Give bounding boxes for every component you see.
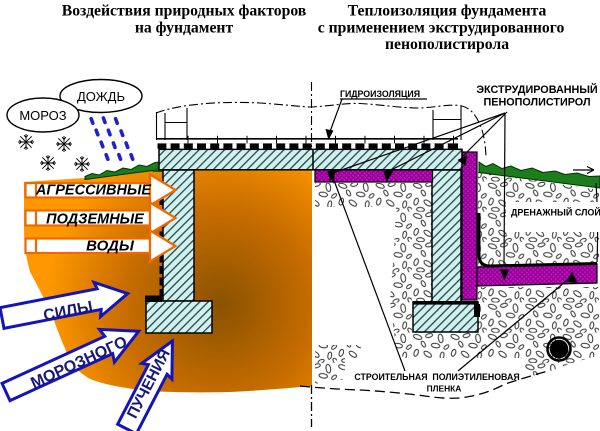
svg-text:ДОЖДЬ: ДОЖДЬ [77, 89, 125, 104]
svg-text:АГРЕССИВНЫЕ: АГРЕССИВНЫЕ [35, 183, 153, 199]
svg-text:Воздействия природных факторов: Воздействия природных факторов [62, 3, 307, 20]
svg-text:на фундамент: на фундамент [135, 20, 234, 37]
svg-text:ДРЕНАЖНЫЙ СЛОЙ: ДРЕНАЖНЫЙ СЛОЙ [511, 207, 600, 218]
svg-text:Теплоизоляция фундамента: Теплоизоляция фундамента [348, 3, 547, 20]
svg-text:ВОДЫ: ВОДЫ [86, 238, 135, 255]
svg-text:ПЕНОПОЛИСТИРОЛ: ПЕНОПОЛИСТИРОЛ [483, 97, 590, 109]
svg-text:пенополистирола: пенополистирола [385, 36, 509, 53]
svg-text:ПЛЕНКА: ПЛЕНКА [427, 384, 462, 394]
svg-text:СТРОИТЕЛЬНАЯ ПОЛИЭТИЛЕНОВАЯ: СТРОИТЕЛЬНАЯ ПОЛИЭТИЛЕНОВАЯ [354, 372, 519, 382]
svg-text:ЭКСТРУДИРОВАННЫЙ: ЭКСТРУДИРОВАННЫЙ [476, 83, 598, 96]
svg-text:с применением экструдированног: с применением экструдированного [318, 20, 565, 37]
svg-text:МОРОЗ: МОРОЗ [19, 108, 66, 123]
svg-text:ПОДЗЕМНЫЕ: ПОДЗЕМНЫЕ [46, 212, 145, 228]
svg-text:ГИДРОИЗОЛЯЦИЯ: ГИДРОИЗОЛЯЦИЯ [340, 89, 420, 99]
